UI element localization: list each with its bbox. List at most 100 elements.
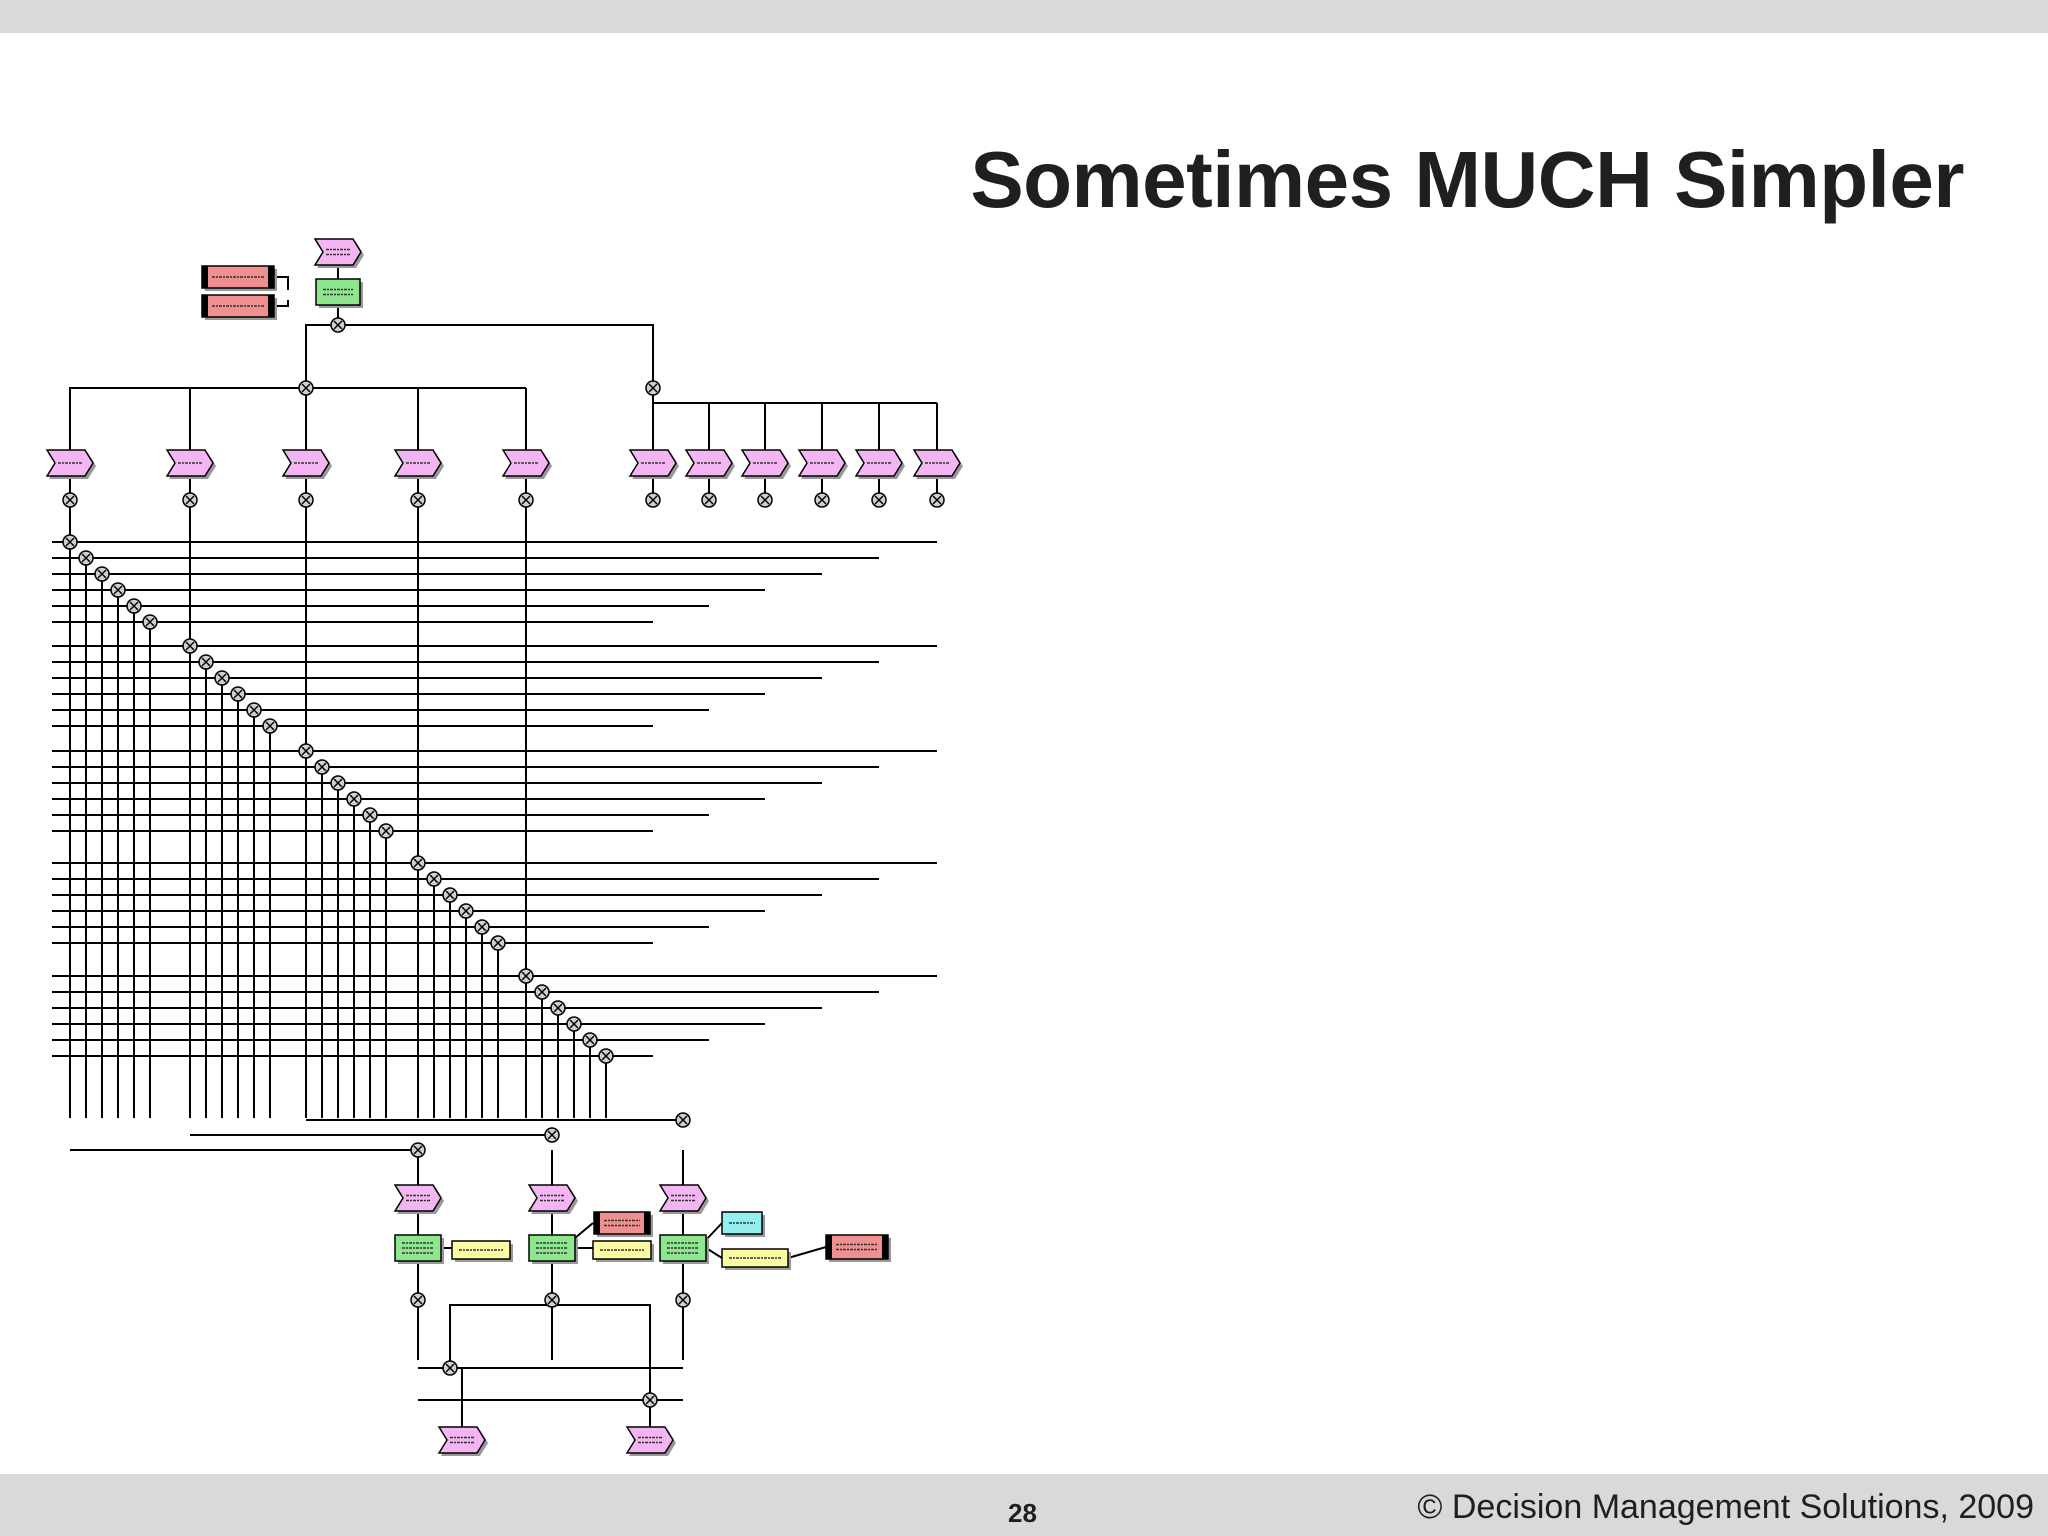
connector-mark bbox=[97, 569, 107, 579]
row-event bbox=[281, 449, 332, 479]
connector-mark bbox=[333, 778, 343, 788]
connector-mark bbox=[381, 826, 391, 836]
xor-connector bbox=[362, 807, 378, 823]
row-event bbox=[797, 449, 848, 479]
connector-mark bbox=[413, 858, 423, 868]
connector-mark bbox=[429, 874, 439, 884]
xor-connector bbox=[458, 903, 474, 919]
flow-line bbox=[574, 1222, 594, 1239]
xor-connector bbox=[550, 1000, 566, 1016]
org-unit-bar bbox=[268, 266, 274, 288]
info-object bbox=[451, 1240, 513, 1262]
xor-connector bbox=[214, 670, 230, 686]
connector-mark bbox=[201, 657, 211, 667]
row-event bbox=[501, 449, 552, 479]
connector-mark bbox=[185, 641, 195, 651]
connector-mark bbox=[585, 1035, 595, 1045]
bottom-org-unit bbox=[825, 1234, 891, 1262]
xor-connector bbox=[544, 1292, 560, 1308]
xor-connector bbox=[298, 492, 314, 508]
connector-mark bbox=[569, 1019, 579, 1029]
xor-connector bbox=[642, 1392, 658, 1408]
xor-connector bbox=[566, 1016, 582, 1032]
event-shape bbox=[393, 1184, 442, 1212]
row-event bbox=[740, 449, 791, 479]
flow-line bbox=[69, 324, 338, 463]
connector-mark bbox=[601, 1051, 611, 1061]
xor-connector bbox=[410, 1292, 426, 1308]
xor-connector bbox=[298, 743, 314, 759]
xor-connector bbox=[645, 492, 661, 508]
xor-connector bbox=[814, 492, 830, 508]
event-shape bbox=[437, 1426, 486, 1454]
xor-connector bbox=[346, 791, 362, 807]
row-event bbox=[684, 449, 735, 479]
bottom-system bbox=[721, 1211, 765, 1237]
connector-mark bbox=[65, 495, 75, 505]
bottom-event bbox=[658, 1184, 709, 1214]
event-shape bbox=[527, 1184, 576, 1212]
xor-connector bbox=[182, 492, 198, 508]
xor-connector bbox=[426, 871, 442, 887]
xor-connector bbox=[78, 550, 94, 566]
xor-connector bbox=[490, 935, 506, 951]
top-band bbox=[0, 0, 2048, 33]
xor-connector bbox=[262, 718, 278, 734]
org-unit-bar bbox=[644, 1212, 650, 1234]
xor-connector bbox=[182, 638, 198, 654]
connector-mark bbox=[760, 495, 770, 505]
footer-band bbox=[0, 1474, 2048, 1536]
bottom-function bbox=[659, 1234, 709, 1264]
top-org-unit bbox=[201, 265, 277, 291]
xor-connector bbox=[518, 492, 534, 508]
xor-connector bbox=[330, 317, 346, 333]
event-shape bbox=[658, 1184, 707, 1212]
row-event bbox=[393, 449, 444, 479]
xor-connector bbox=[94, 566, 110, 582]
xor-connector bbox=[757, 492, 773, 508]
end-event bbox=[437, 1426, 488, 1456]
xor-connector bbox=[518, 968, 534, 984]
xor-connector bbox=[675, 1292, 691, 1308]
row-event bbox=[45, 449, 96, 479]
connector-mark bbox=[932, 495, 942, 505]
slide-title: Sometimes MUCH Simpler bbox=[970, 135, 1964, 224]
xor-connector bbox=[330, 775, 346, 791]
connector-mark bbox=[521, 495, 531, 505]
connector-mark bbox=[145, 617, 155, 627]
connector-mark bbox=[648, 383, 658, 393]
xor-connector bbox=[442, 1360, 458, 1376]
connector-mark bbox=[301, 746, 311, 756]
flow-line bbox=[449, 1304, 552, 1368]
connector-mark bbox=[81, 553, 91, 563]
xor-connector bbox=[534, 984, 550, 1000]
row-event bbox=[912, 449, 963, 479]
xor-connector bbox=[314, 759, 330, 775]
page-number: 28 bbox=[1008, 1498, 1037, 1528]
connector-mark bbox=[233, 689, 243, 699]
org-unit-bar bbox=[594, 1212, 600, 1234]
node-shape bbox=[315, 278, 361, 306]
org-unit-bar bbox=[268, 295, 274, 317]
connector-mark bbox=[333, 320, 343, 330]
connector-mark bbox=[113, 585, 123, 595]
connector-mark bbox=[129, 601, 139, 611]
connector-mark bbox=[547, 1295, 557, 1305]
connector-mark bbox=[413, 495, 423, 505]
connector-mark bbox=[547, 1130, 557, 1140]
top-event bbox=[313, 238, 364, 268]
xor-connector bbox=[871, 492, 887, 508]
xor-connector bbox=[582, 1032, 598, 1048]
connection-lines bbox=[52, 252, 938, 1440]
connector-mark bbox=[217, 673, 227, 683]
row-event bbox=[854, 449, 905, 479]
connector-mark bbox=[493, 938, 503, 948]
flow-line bbox=[787, 1246, 827, 1259]
xor-connector bbox=[142, 614, 158, 630]
connector-mark bbox=[645, 1395, 655, 1405]
info-object bbox=[721, 1248, 791, 1270]
org-unit-bar bbox=[202, 295, 208, 317]
connector-mark bbox=[678, 1115, 688, 1125]
connector-mark bbox=[874, 495, 884, 505]
